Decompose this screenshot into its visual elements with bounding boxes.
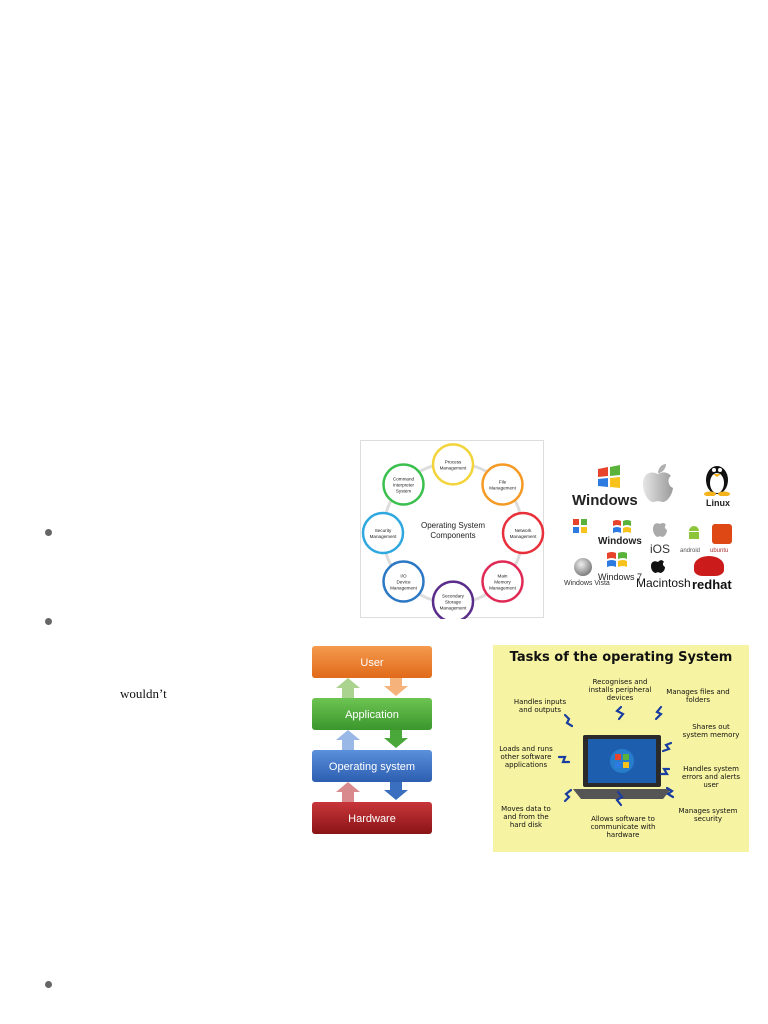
component-node-label: Management (440, 606, 468, 611)
component-node-label: System (396, 489, 411, 494)
macintosh-label: Macintosh (636, 576, 691, 590)
ubuntu-label: ubuntu (710, 548, 729, 554)
component-node (481, 560, 524, 603)
linux-label: Linux (706, 498, 730, 508)
task-hard-disk: Moves data to and from the hard disk (501, 805, 551, 829)
components-center-title-2: Components (430, 531, 475, 540)
task-arrows (557, 705, 675, 807)
component-node (481, 463, 524, 506)
down-arrow-user (384, 678, 408, 696)
layer-application-box (312, 698, 432, 730)
component-node (431, 443, 475, 486)
task-memory: Shares out system memory (682, 723, 740, 739)
os-tasks-poster: Tasks of the operating System Recognises… (493, 645, 749, 852)
layer-os-label: Operating system (329, 761, 415, 773)
layer-application-label: Application (345, 709, 399, 721)
up-arrow-os (336, 782, 360, 802)
redhat-label: redhat (692, 577, 732, 592)
up-arrow-user (336, 678, 360, 698)
windows-vista-label: Windows Vista (564, 580, 610, 587)
body-text-wouldnt: wouldn’t (120, 686, 167, 701)
layer-hardware-box (312, 802, 432, 834)
component-node-label: Security (375, 528, 392, 533)
component-node-label: Management (510, 534, 538, 539)
component-node-label: Secondary (442, 594, 465, 599)
components-center-title: Operating System (421, 521, 485, 530)
ios-apple-icon (653, 523, 667, 537)
os-layer-stack-diagram: User Application Operating system Hardwa… (304, 640, 440, 838)
macintosh-apple-icon (651, 560, 665, 573)
component-node-label: Management (440, 465, 468, 470)
task-errors: Handles system errors and alerts user (681, 765, 741, 789)
component-node (501, 511, 545, 555)
windows-vista-orb-icon (574, 558, 592, 576)
task-files-folders: Manages files and folders (666, 688, 730, 704)
bullet-3 (45, 981, 52, 988)
windows-7-label: Windows 7 (598, 572, 643, 582)
component-node-label: Interpreter (393, 483, 415, 488)
component-node (382, 463, 425, 506)
layer-user-label: User (360, 657, 384, 669)
component-node-label: Device (396, 580, 410, 585)
laptop-icon (573, 735, 671, 799)
layer-os-box (312, 750, 432, 782)
task-peripherals: Recognises and installs peripheral devic… (588, 678, 652, 702)
component-node-label: Management (489, 486, 517, 491)
component-node-label: Storage (445, 600, 462, 605)
component-node (382, 560, 425, 603)
component-node-label: I/O (400, 574, 407, 579)
windows-flag-icon (598, 465, 620, 488)
component-node-label: File (499, 480, 507, 485)
tasks-title: Tasks of the operating System (509, 650, 733, 665)
component-node-label: Network (515, 528, 533, 533)
windows-xp-label: Windows (598, 536, 642, 547)
windows-label: Windows (572, 492, 638, 509)
down-arrow-os (384, 782, 408, 800)
os-logos-collage: Windows Linux Windows iOS android ubuntu… (562, 458, 748, 594)
task-inputs-outputs: Handles inputs and outputs (513, 698, 567, 714)
bullet-2 (45, 618, 52, 625)
bullet-1 (45, 529, 52, 536)
component-node-label: Memory (494, 580, 511, 585)
task-security: Manages system security (678, 807, 738, 823)
component-node-label: Main (498, 574, 508, 579)
component-node (361, 511, 405, 555)
component-node-label: Management (370, 534, 398, 539)
windows-7-flag-icon (607, 552, 627, 567)
android-label: android (680, 548, 701, 554)
redhat-icon (694, 556, 724, 576)
windows-95-flag-icon (573, 519, 587, 533)
component-node-label: Command (393, 477, 415, 482)
component-node-label: Management (489, 586, 517, 591)
layer-hardware-label: Hardware (348, 813, 396, 825)
task-communicate-hardware: Allows software to communicate with hard… (590, 815, 656, 839)
layer-user-box (312, 646, 432, 678)
down-arrow-app (384, 730, 408, 748)
tux-penguin-icon (704, 466, 730, 496)
component-node-label: Process (445, 459, 462, 464)
component-node-label: Management (390, 586, 418, 591)
apple-logo-icon (642, 464, 673, 503)
windows-xp-flag-icon (613, 520, 631, 533)
ubuntu-icon (712, 524, 732, 544)
up-arrow-app (336, 730, 360, 750)
task-load-apps: Loads and runs other software applicatio… (499, 745, 553, 769)
ios-label: iOS (650, 542, 671, 556)
android-icon (689, 526, 699, 539)
